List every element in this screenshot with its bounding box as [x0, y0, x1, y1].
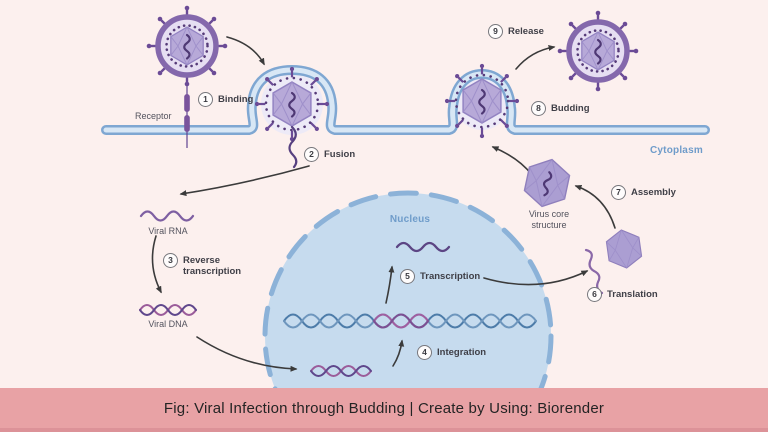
- step-binding: 1 Binding: [198, 92, 253, 107]
- step-reverse-transcription: 3 Reverse transcription: [163, 253, 241, 277]
- receptor-label: Receptor: [135, 111, 172, 121]
- step-budding: 8 Budding: [531, 101, 590, 116]
- arrow-virus-to-fusion: [226, 36, 265, 66]
- diagram-canvas: [101, 0, 710, 388]
- step-4-label: Integration: [437, 347, 487, 358]
- step-integration: 4 Integration: [417, 345, 486, 360]
- virus-core-hexagon: [521, 154, 573, 212]
- nucleus: [262, 190, 554, 388]
- step-release: 9 Release: [488, 24, 544, 39]
- cell-membrane: [101, 64, 710, 135]
- viral-rna-label: Viral RNA: [148, 226, 188, 236]
- fusion-rna-tail: [288, 125, 298, 169]
- step-9-label: Release: [508, 26, 544, 37]
- nuclear-viral-dna: [310, 365, 372, 377]
- virion-extracellular: [147, 6, 228, 87]
- arrow-assembly: [574, 184, 616, 229]
- figure-caption: Fig: Viral Infection through Budding | C…: [163, 399, 605, 417]
- caption-bar: Fig: Viral Infection through Budding | C…: [0, 388, 768, 432]
- step-9-number: 9: [488, 24, 503, 39]
- step-7-number: 7: [611, 185, 626, 200]
- arrow-fusion-to-rna: [179, 165, 310, 197]
- step-transcription: 5 Transcription: [400, 269, 480, 284]
- receptor: [184, 86, 190, 148]
- host-genome-dna: [283, 313, 537, 329]
- nucleus-label: Nucleus: [389, 214, 431, 225]
- cytoplasm-label: Cytoplasm: [650, 145, 703, 156]
- step-8-number: 8: [531, 101, 546, 116]
- step-8-label: Budding: [551, 103, 590, 114]
- arrow-rna-to-dna: [151, 235, 162, 294]
- step-1-label: Binding: [218, 94, 254, 105]
- step-5-number: 5: [400, 269, 415, 284]
- step-assembly: 7 Assembly: [611, 185, 676, 200]
- step-6-label: Translation: [607, 289, 658, 300]
- virus-core-structure-label: Virus core structure: [528, 209, 570, 230]
- step-4-number: 4: [417, 345, 432, 360]
- virion-released: [558, 11, 639, 92]
- step-fusion: 2 Fusion: [304, 147, 355, 162]
- step-translation: 6 Translation: [587, 287, 658, 302]
- viral-dna-label: Viral DNA: [148, 319, 188, 329]
- step-5-label: Transcription: [420, 271, 481, 282]
- step-7-label: Assembly: [631, 187, 676, 198]
- viral-dna-molecule: [139, 304, 197, 316]
- step-1-number: 1: [198, 92, 213, 107]
- step-3-number: 3: [163, 253, 178, 268]
- mrna-transcript: [395, 241, 451, 253]
- process-arrows: [151, 36, 616, 372]
- arrow-dna-to-nucleus: [196, 336, 298, 372]
- arrow-release: [515, 44, 556, 70]
- step-2-number: 2: [304, 147, 319, 162]
- step-3-label: Reverse transcription: [183, 255, 242, 277]
- arrow-core-to-bud: [491, 146, 533, 176]
- viral-rna-molecule: [139, 210, 195, 222]
- arrow-integration: [392, 339, 405, 367]
- step-6-number: 6: [587, 287, 602, 302]
- arrow-transcription: [385, 265, 395, 304]
- step-2-label: Fusion: [324, 149, 356, 160]
- translation-mrna: [584, 248, 604, 295]
- integrated-viral-dna-segment: [372, 313, 430, 329]
- assembled-capsid: [604, 227, 644, 271]
- arrow-nucleus-to-translation: [483, 270, 589, 286]
